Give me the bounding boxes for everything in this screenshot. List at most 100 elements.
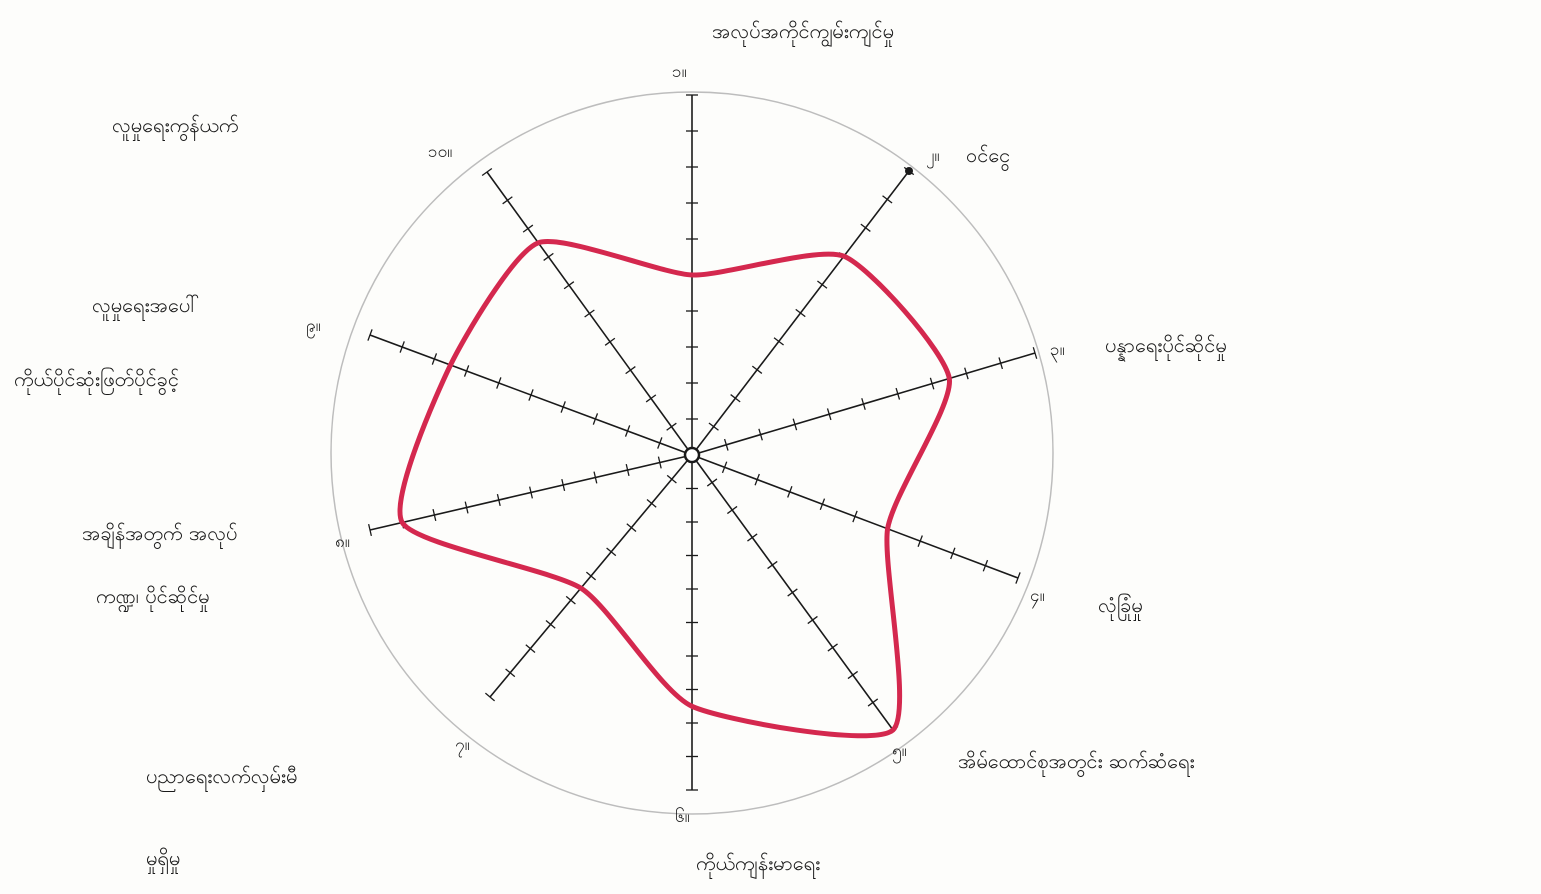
axis-2-tick-9 xyxy=(882,195,893,204)
axis-7-tick-6 xyxy=(565,595,576,605)
center-point xyxy=(683,446,701,464)
axis-10-tick-10 xyxy=(481,167,493,177)
axis-label-9-line2: ကိုယ်ပိုင်ဆုံးဖြတ်ပိုင်ခွင့် xyxy=(14,367,179,395)
axis-5-tick-5 xyxy=(787,588,798,597)
axis-9-tick-10 xyxy=(367,329,373,341)
axis-label-4: လုံခြုံမှု xyxy=(1098,593,1143,621)
axis-10-tick-6 xyxy=(563,281,575,290)
axis-2-tick-4 xyxy=(773,337,784,346)
axis-4-tick-10 xyxy=(1015,572,1021,584)
axis-9-tick-9 xyxy=(399,341,405,353)
axis-5-tick-9 xyxy=(867,698,879,707)
axis-2-tick-5 xyxy=(795,308,806,318)
axis-3-tick-3 xyxy=(792,418,798,431)
axis-4-tick-1 xyxy=(721,461,728,474)
axis-9-tick-4 xyxy=(560,401,566,413)
axis-7-tick-3 xyxy=(626,523,637,532)
axis-label-8: အချိန်အတွက် အလုပ် xyxy=(82,521,237,549)
axis-7-tick-8 xyxy=(525,644,536,653)
axis-8-tick-5 xyxy=(529,486,533,499)
axis-2-tick-8 xyxy=(860,223,871,232)
axis-label-5: အိမ်ထောင်စုအတွင်း ဆက်ဆံရေး xyxy=(958,749,1195,777)
axis-number-10: ၁၀။ xyxy=(428,142,452,162)
axis-7-tick-2 xyxy=(646,499,657,508)
axis-9-tick-5 xyxy=(528,389,534,401)
axis-8-tick-3 xyxy=(593,471,598,484)
axis-number-2: ၂။ xyxy=(926,146,940,169)
axis-2-tick-1 xyxy=(708,422,719,431)
axis-label-9: လူမှုရေးအပေါ် xyxy=(92,293,199,321)
axis-10-tick-2 xyxy=(645,394,657,403)
axis-8-tick-7 xyxy=(464,501,469,514)
axis-10-tick-5 xyxy=(584,309,595,318)
axis-8-tick-10 xyxy=(368,524,372,536)
axis-8-tick-8 xyxy=(432,509,437,521)
axis-label-6: ကိုယ်ကျန်းမာရေး xyxy=(696,851,820,879)
axis-number-8: ၈။ xyxy=(335,532,350,552)
axis-3-tick-4 xyxy=(826,408,832,421)
axis-7-tick-9 xyxy=(505,668,516,678)
axis-4-tick-9 xyxy=(982,559,989,572)
outer-circle xyxy=(330,91,1054,815)
score-polygon xyxy=(397,239,952,739)
axis-7-tick-5 xyxy=(585,571,597,581)
axis-8-tick-1 xyxy=(657,456,662,469)
axis-3-tick-2 xyxy=(758,428,763,441)
axis-5-tick-4 xyxy=(767,560,778,570)
axis-number-3: ၃။ xyxy=(1050,340,1065,363)
axis-10-tick-1 xyxy=(666,422,677,431)
axis-3-tick-7 xyxy=(929,377,935,390)
axis-5-tick-2 xyxy=(726,505,738,515)
axis-7-tick-4 xyxy=(606,547,617,557)
axis-9-tick-8 xyxy=(431,353,438,365)
axis-number-6: ၆။ xyxy=(675,806,690,827)
axis-9-tick-7 xyxy=(463,365,470,377)
axis-3-tick-6 xyxy=(895,387,901,400)
axis-3-tick-8 xyxy=(964,367,969,380)
axis-end-dot xyxy=(905,167,913,175)
axis-4-tick-8 xyxy=(950,547,956,560)
axis-9-tick-3 xyxy=(592,413,599,425)
axis-label-7: ပညာရေးလက်လှမ်းမီ xyxy=(146,764,297,792)
axis-number-4: ၄။ xyxy=(1030,586,1045,609)
axis-3-tick-9 xyxy=(998,357,1004,370)
axis-5-tick-3 xyxy=(747,533,758,542)
axis-7-tick-7 xyxy=(545,620,556,629)
axis-8-tick-2 xyxy=(625,464,630,476)
axis-number-5: ၅။ xyxy=(892,741,907,764)
axis-10-tick-4 xyxy=(604,337,616,346)
axis-8-tick-4 xyxy=(561,479,566,491)
axis-label-7-line2: မှုရှိမှု xyxy=(146,846,180,874)
axis-4-tick-3 xyxy=(787,486,793,498)
axis-10-tick-7 xyxy=(543,252,554,261)
axis-4-tick-5 xyxy=(852,510,858,523)
axis-number-9: ၉။ xyxy=(306,316,321,339)
axis-4-tick-2 xyxy=(754,473,760,486)
axis-9-tick-1 xyxy=(657,437,663,449)
axis-4-tick-7 xyxy=(917,535,923,547)
axis-10-tick-3 xyxy=(625,366,636,375)
axis-9-tick-2 xyxy=(624,425,631,437)
axis-ticks xyxy=(367,94,1038,791)
axis-4-tick-4 xyxy=(819,498,826,511)
axis-10-tick-8 xyxy=(522,224,534,233)
axis-3-tick-5 xyxy=(861,398,866,410)
axis-label-2: ဝင်ငွေ xyxy=(966,143,1010,171)
axis-10-tick-9 xyxy=(502,196,513,205)
axis-number-1: ၁။ xyxy=(672,62,687,82)
axis-2-tick-2 xyxy=(730,394,741,403)
axis-label-3: ပန္နာရေးပိုင်ဆိုင်မှု xyxy=(1105,333,1227,362)
axis-2-tick-6 xyxy=(817,280,828,289)
axis-3-tick-10 xyxy=(1032,347,1038,359)
axis-3-tick-1 xyxy=(723,438,729,451)
axis-5-tick-7 xyxy=(827,643,838,652)
axis-8-tick-6 xyxy=(496,494,501,506)
axis-label-8-line2: ကဏ္ဍ၊ ပိုင်ဆိုင်မှု xyxy=(96,584,210,612)
axis-spokes xyxy=(369,95,1036,790)
axis-5-tick-6 xyxy=(807,615,818,625)
axis-5-tick-1 xyxy=(706,478,718,487)
axis-7-tick-1 xyxy=(666,474,677,484)
axis-label-10: လူမှုရေးကွန်ယက် xyxy=(112,113,239,141)
axis-label-1: အလုပ်အကိုင်ကျွမ်းကျင်မှု xyxy=(712,19,894,48)
